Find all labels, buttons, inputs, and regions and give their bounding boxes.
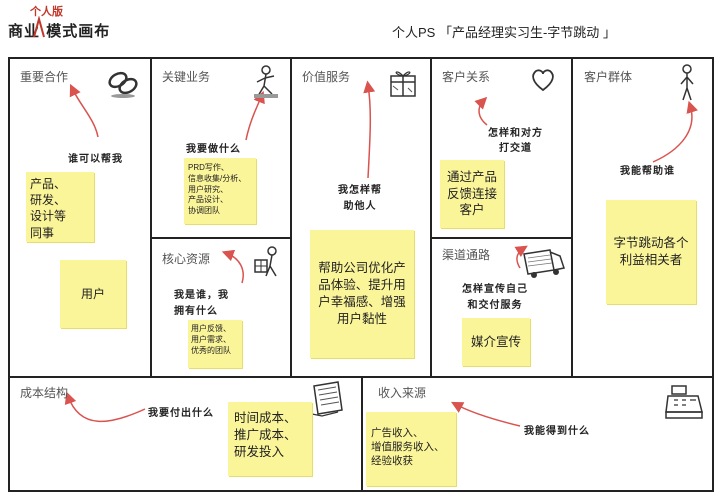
cell-label-channels: 渠道通路 (442, 248, 491, 262)
prompt-cost-structure: 我要付出什么 (148, 408, 214, 419)
sticky-note: 帮助公司优化产 品体验、提升用 户幸福感、增强 用户黏性 (310, 230, 414, 358)
gift-box-icon (390, 71, 416, 97)
worker-icon (254, 65, 278, 98)
divider (150, 237, 291, 239)
sticky-note: PRD写作、 信息收集/分析、 用户研究、 产品设计、 协调团队 (184, 158, 256, 224)
cell-label-key-resources: 核心资源 (162, 252, 211, 266)
divider (361, 376, 363, 492)
sticky-note: 用户 (60, 260, 126, 328)
cell-label-cost-structure: 成本结构 (20, 386, 69, 400)
prompt-customer-segments: 我能帮助谁 (620, 166, 675, 177)
sticky-note: 通过产品 反馈连接 客户 (440, 160, 504, 228)
delivery-truck-icon (523, 249, 565, 278)
cash-register-icon (665, 385, 703, 419)
person-with-crate-icon (254, 246, 277, 277)
cell-label-revenue-streams: 收入来源 (378, 386, 427, 400)
receipt-icon (311, 381, 343, 417)
chain-link-icon (108, 71, 138, 98)
cell-label-value-propositions: 价值服务 (302, 70, 351, 84)
sticky-note: 用户反馈、 用户需求、 优秀的团队 (188, 320, 242, 368)
insert-caret-icon (33, 16, 45, 38)
cell-label-key-activities: 关键业务 (162, 70, 211, 84)
prompt-key-partners: 谁可以帮我 (68, 154, 123, 165)
prompt-revenue-streams: 我能得到什么 (524, 426, 590, 437)
prompt-key-activities: 我要做什么 (186, 144, 241, 155)
sticky-note: 媒介宣传 (462, 318, 530, 366)
prompt-value-propositions: 我怎样帮 助他人 (338, 185, 382, 212)
divider (430, 57, 432, 377)
cell-label-customer-relationships: 客户关系 (442, 70, 491, 84)
page-subtitle: 个人PS 「产品经理实习生-字节跳动 」 (392, 25, 616, 40)
prompt-customer-relationships: 怎样和对方 打交道 (488, 128, 543, 154)
prompt-channels: 怎样宣传自己 和交付服务 (462, 284, 528, 311)
sticky-note: 字节跳动各个 利益相关者 (606, 200, 696, 304)
title-insert-text: 个人版 (30, 6, 63, 18)
sticky-note: 广告收入、 增值服务收入、 经验收获 (366, 412, 456, 486)
prompt-key-resources: 我是谁，我 拥有什么 (174, 290, 229, 317)
divider (290, 57, 292, 377)
heart-icon (532, 69, 554, 92)
divider (150, 57, 152, 377)
cell-label-customer-segments: 客户群体 (584, 70, 633, 84)
cell-label-key-partners: 重要合作 (20, 70, 69, 84)
divider (571, 57, 573, 377)
person-icon (680, 64, 694, 101)
sticky-note: 产品、 研发、 设计等 同事 (26, 172, 94, 242)
page-title: 商业 模式画布 (8, 22, 111, 40)
sticky-note: 时间成本、 推广成本、 研发投入 (228, 402, 312, 476)
divider (430, 237, 572, 239)
